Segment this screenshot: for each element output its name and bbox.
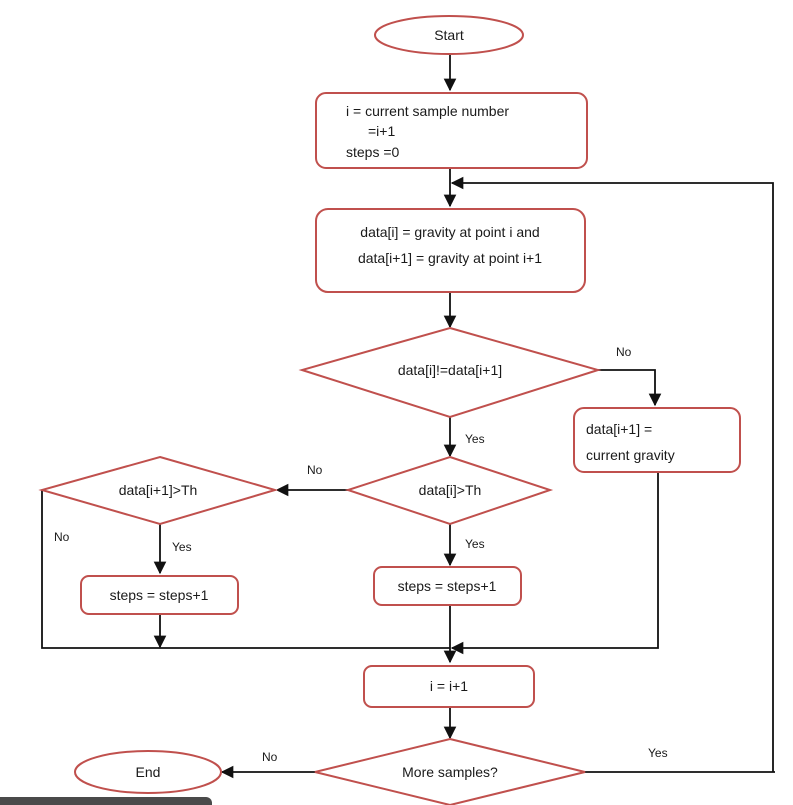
line-check-next-no-to-merge (41, 490, 450, 649)
update-process-node: data[i+1] = current gravity (573, 407, 741, 473)
end-node: End (74, 750, 222, 794)
increment-process-node: i = i+1 (363, 665, 535, 708)
arrow-update-to-merge (450, 472, 659, 655)
label-compare-yes: Yes (465, 432, 485, 446)
more-samples-decision-node: More samples? (314, 737, 586, 805)
update-line-2: current gravity (586, 447, 675, 463)
update-line-1: data[i+1] = (586, 421, 652, 437)
check-i-label: data[i]>Th (419, 482, 482, 498)
init-line-1: i = current sample number (346, 103, 509, 119)
compare-decision-node: data[i]!=data[i+1] (298, 326, 602, 419)
label-check-next-yes: Yes (172, 540, 192, 554)
bottom-overlay-bar (0, 797, 212, 805)
connectors (41, 55, 775, 779)
label-more-no: No (262, 750, 278, 764)
check-next-decision-node: data[i+1]>Th (38, 455, 279, 526)
steps-left-process-node: steps = steps+1 (80, 575, 239, 615)
arrow-loop-back-to-data (450, 176, 774, 772)
init-line-3: steps =0 (346, 144, 400, 160)
data-process-node: data[i] = gravity at point i and data[i+… (315, 208, 586, 293)
check-next-label: data[i+1]>Th (119, 482, 198, 498)
label-check-next-no: No (54, 530, 70, 544)
label-compare-no: No (616, 345, 632, 359)
start-node: Start (374, 15, 524, 55)
steps-mid-label: steps = steps+1 (398, 578, 497, 594)
init-line-2: =i+1 (368, 123, 395, 139)
data-line-1: data[i] = gravity at point i and (360, 224, 539, 240)
more-samples-label: More samples? (402, 764, 498, 780)
label-check-i-no: No (307, 463, 323, 477)
steps-left-label: steps = steps+1 (110, 587, 209, 603)
start-label: Start (434, 27, 464, 43)
arrow-compare-no-to-update (598, 369, 662, 407)
compare-label: data[i]!=data[i+1] (398, 362, 502, 378)
increment-label: i = i+1 (430, 678, 468, 694)
steps-mid-process-node: steps = steps+1 (373, 566, 522, 606)
label-check-i-yes: Yes (465, 537, 485, 551)
label-more-yes: Yes (648, 746, 668, 760)
end-label: End (136, 764, 161, 780)
check-i-decision-node: data[i]>Th (344, 455, 554, 526)
init-process-node: i = current sample number =i+1 steps =0 (315, 92, 588, 169)
data-line-2: data[i+1] = gravity at point i+1 (358, 250, 542, 266)
